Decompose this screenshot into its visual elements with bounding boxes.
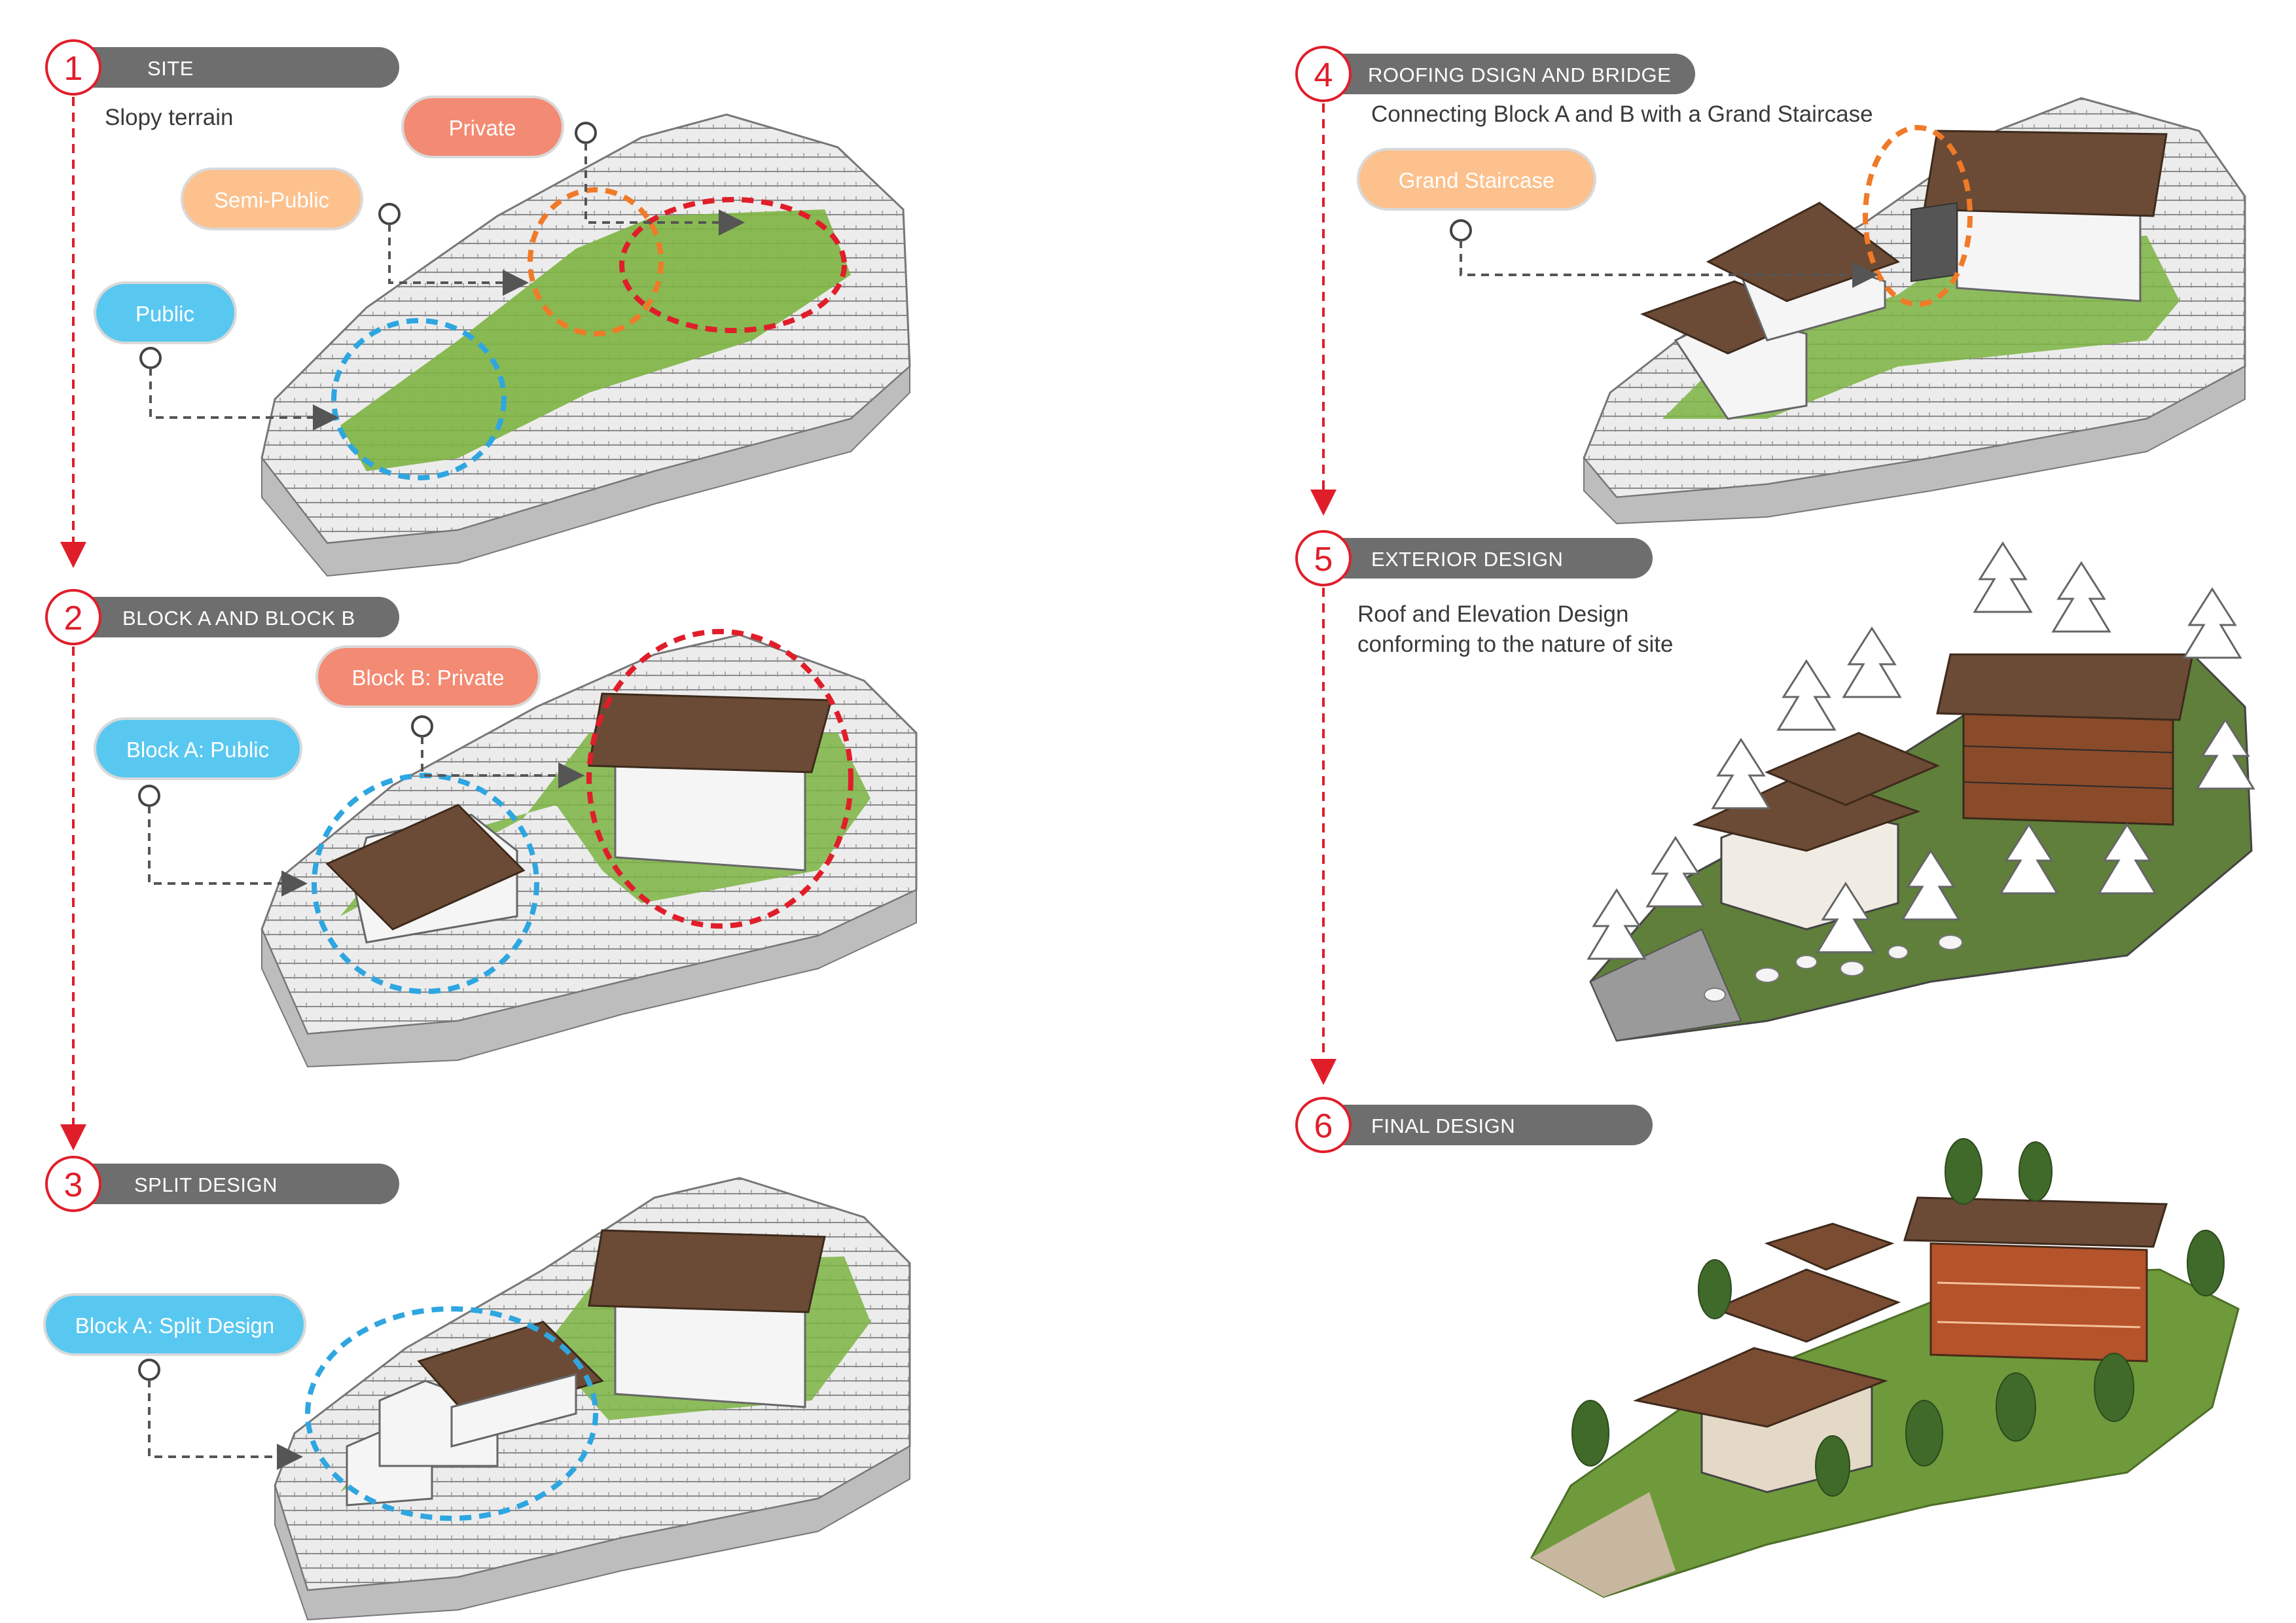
- step-bar: [72, 597, 399, 637]
- step-number: 1: [64, 50, 83, 88]
- step-1: 1 SITE Slopy terrain Private Semi-Public…: [45, 39, 911, 577]
- step-title: FINAL DESIGN: [1371, 1115, 1515, 1137]
- step-subtitle: Slopy terrain: [105, 105, 233, 130]
- public-zone-outline: [305, 1306, 598, 1521]
- step-2: 2 BLOCK A AND BLOCK B Block B: Private B…: [45, 589, 918, 1068]
- leader-line: [148, 1380, 303, 1470]
- terrain-model: [260, 113, 911, 577]
- step-title: SITE: [147, 57, 194, 80]
- svg-text:Public: Public: [135, 302, 194, 326]
- leader-dot: [139, 347, 162, 369]
- step-subtitle: Roof and Elevation Design: [1357, 601, 1628, 627]
- semi-public-zone-outline: [528, 187, 664, 336]
- block-a-model: [325, 804, 526, 944]
- private-zone-outline: [619, 197, 847, 333]
- label-semi-public: Semi-Public: [181, 168, 363, 230]
- step-bar: [1322, 54, 1695, 94]
- step-4: 4 ROOFING DSIGN AND BRIDGE Connecting Bl…: [1295, 46, 2246, 525]
- leader-line: [421, 736, 584, 789]
- leader-dot: [138, 1359, 160, 1381]
- step-subtitle: Connecting Block A and B with a Grand St…: [1371, 101, 1873, 127]
- step-number: 6: [1314, 1107, 1333, 1145]
- leader-dot: [378, 203, 401, 225]
- block-b-roofed-model: [1910, 130, 2168, 302]
- block-b-model: [588, 1229, 826, 1408]
- leader-line: [388, 224, 529, 296]
- svg-text:Semi-Public: Semi-Public: [214, 188, 329, 212]
- step-bar: [72, 47, 399, 88]
- label-private: Private: [401, 96, 564, 158]
- step-5: 5 EXTERIOR DESIGN Roof and Elevation Des…: [1295, 530, 2255, 1042]
- leader-line: [149, 368, 339, 431]
- step-number: 5: [1314, 541, 1333, 579]
- step-bar: [1322, 1105, 1653, 1145]
- step-subtitle: conforming to the nature of site: [1357, 632, 1674, 657]
- step-title: ROOFING DSIGN AND BRIDGE: [1368, 63, 1671, 86]
- step-number-badge: [45, 1156, 101, 1212]
- leader-dot: [138, 785, 160, 807]
- leader-dot: [575, 122, 597, 144]
- leader-dot: [411, 715, 433, 738]
- step-number-badge: [45, 39, 101, 96]
- svg-text:Block A: Split Design: Block A: Split Design: [75, 1313, 274, 1338]
- exterior-render: [1587, 541, 2255, 1042]
- step-title: SPLIT DESIGN: [134, 1173, 278, 1196]
- step-title: BLOCK A AND BLOCK B: [122, 607, 355, 630]
- block-a-split-model: [346, 1321, 604, 1507]
- block-b-model: [588, 692, 833, 872]
- public-zone-outline: [331, 318, 507, 480]
- svg-text:Block B: Private: Block B: Private: [352, 666, 505, 690]
- step-number: 3: [64, 1166, 83, 1204]
- label-block-b-private: Block B: Private: [315, 645, 541, 708]
- label-public: Public: [94, 281, 237, 344]
- step-3: 3 SPLIT DESIGN Block A: Split Design: [43, 1156, 911, 1621]
- step-number-badge: [1295, 530, 1352, 586]
- step-bar: [72, 1164, 399, 1204]
- label-grand-staircase: Grand Staircase: [1357, 148, 1596, 211]
- step-title: EXTERIOR DESIGN: [1371, 548, 1563, 571]
- leader-dot: [1450, 219, 1472, 241]
- leader-line: [584, 143, 745, 236]
- leader-line: [148, 806, 308, 897]
- grand-staircase-outline: [1863, 125, 1973, 307]
- svg-text:Block A: Public: Block A: Public: [126, 738, 269, 762]
- step-number: 4: [1314, 56, 1333, 94]
- svg-text:Grand Staircase: Grand Staircase: [1399, 168, 1554, 192]
- final-render: [1530, 1138, 2240, 1598]
- step-number: 2: [64, 599, 83, 637]
- step-number-badge: [1295, 1097, 1352, 1153]
- label-block-a-split-design: Block A: Split Design: [43, 1293, 306, 1356]
- private-zone-outline: [586, 629, 853, 929]
- label-block-a-public: Block A: Public: [94, 717, 302, 780]
- svg-text:Private: Private: [449, 116, 516, 140]
- step-bar: [1322, 538, 1653, 579]
- step-number-badge: [1295, 46, 1352, 102]
- step-6: 6 FINAL DESIGN: [1295, 1097, 2240, 1598]
- step-number-badge: [45, 589, 101, 645]
- block-a-roofed-model: [1640, 202, 1901, 420]
- leader-line: [1460, 240, 1878, 288]
